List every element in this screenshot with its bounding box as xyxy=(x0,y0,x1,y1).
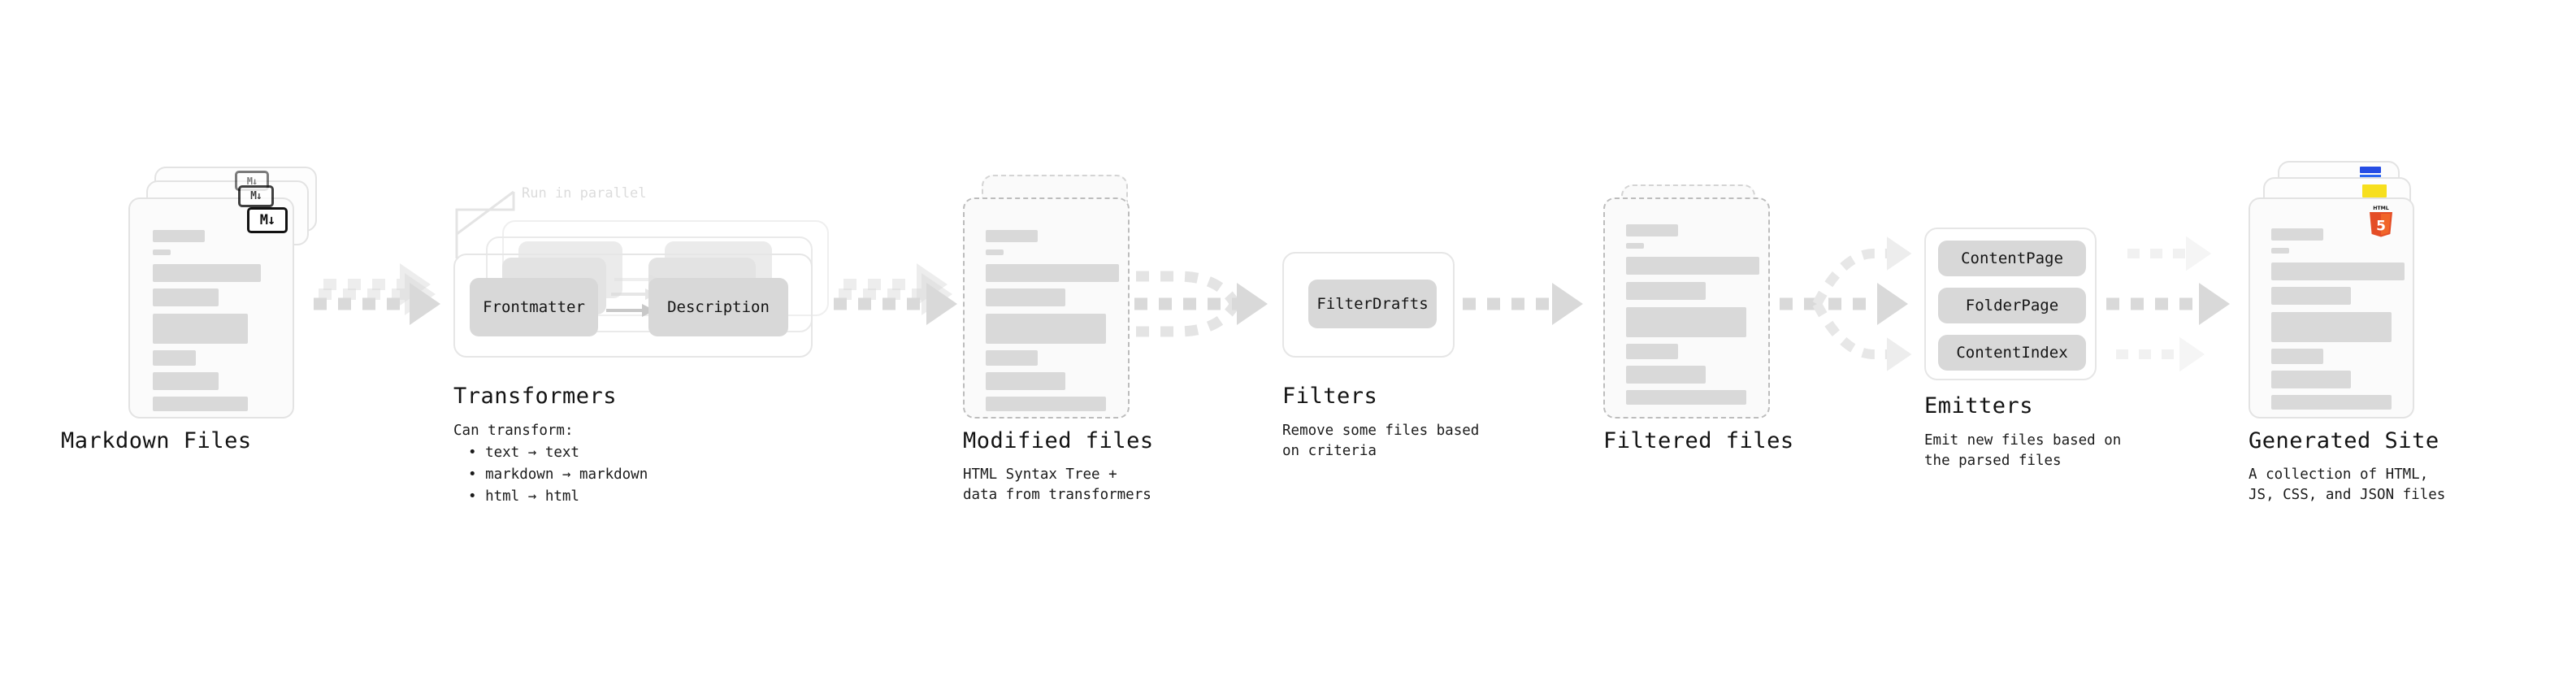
skeleton-bar xyxy=(153,372,219,390)
emitters-box: ContentPage FolderPage ContentIndex xyxy=(1924,228,2097,380)
arrow-emitters-to-site xyxy=(2106,236,2230,372)
skeleton-bar xyxy=(986,249,1004,255)
filters-box: FilterDrafts xyxy=(1282,252,1455,358)
skeleton-bar xyxy=(153,230,205,242)
skeleton-bar xyxy=(1626,243,1644,249)
skeleton-bar xyxy=(153,264,261,282)
stage-title-filtered-files: Filtered files xyxy=(1603,428,1794,453)
arrow-filters-to-filtered xyxy=(1463,283,1583,325)
modified-card-front xyxy=(963,197,1130,419)
emitter-node-contentindex[interactable]: ContentIndex xyxy=(1938,335,2086,371)
emitter-node-label: ContentIndex xyxy=(1956,344,2068,362)
stage-title-markdown-files: Markdown Files xyxy=(61,428,252,453)
skeleton-bar xyxy=(986,372,1065,390)
skeleton-bar xyxy=(1626,366,1706,384)
skeleton-bar xyxy=(1626,344,1678,359)
skeleton-bar xyxy=(2271,395,2392,410)
skeleton-bar xyxy=(2271,371,2351,388)
transformer-bullet-html: • html → html xyxy=(468,488,579,505)
skeleton-bar xyxy=(2271,228,2323,241)
skeleton-bar xyxy=(153,288,219,306)
transformer-node-description[interactable]: Description xyxy=(648,278,788,336)
skeleton-bar xyxy=(2271,262,2405,280)
run-in-parallel-label: Run in parallel xyxy=(522,185,647,202)
js-badge xyxy=(2362,184,2387,197)
skeleton-bar xyxy=(2271,287,2351,305)
filtered-card-front xyxy=(1603,197,1770,419)
run-in-parallel-bracket xyxy=(455,190,515,258)
transformer-bullet-markdown: • markdown → markdown xyxy=(468,466,648,483)
stage-title-transformers: Transformers xyxy=(453,384,618,409)
skeleton-bar xyxy=(986,314,1106,344)
skeleton-bar xyxy=(153,314,248,344)
skeleton-bar xyxy=(1626,224,1678,236)
svg-text:5: 5 xyxy=(2376,219,2386,235)
skeleton-bar xyxy=(2271,349,2323,364)
stage-desc-filters: Remove some files based on criteria xyxy=(1282,423,1480,459)
markdown-card-front xyxy=(128,197,294,419)
stage-desc-emitters: Emit new files based on the parsed files xyxy=(1924,432,2122,469)
arrow-modified-to-filters xyxy=(1134,271,1268,337)
skeleton-bar xyxy=(986,264,1119,282)
transformer-layer-front: Frontmatter Description xyxy=(453,254,813,358)
filter-node-label: FilterDrafts xyxy=(1316,295,1429,313)
markdown-badge: M↓ xyxy=(238,185,274,207)
skeleton-bar xyxy=(1626,257,1759,275)
transformer-node-frontmatter[interactable]: Frontmatter xyxy=(470,278,598,336)
arrow-markdown-to-transformers xyxy=(314,263,440,325)
stage-title-filters: Filters xyxy=(1282,384,1378,409)
filter-node-filterdrafts[interactable]: FilterDrafts xyxy=(1308,280,1437,328)
skeleton-bar xyxy=(1626,307,1746,337)
stage-desc-transformers: Can transform: xyxy=(453,423,574,439)
markdown-badge: M↓ xyxy=(247,207,288,233)
skeleton-bar xyxy=(1626,282,1706,300)
skeleton-bar xyxy=(153,350,196,366)
stage-desc-modified-files: HTML Syntax Tree + data from transformer… xyxy=(963,466,1151,503)
transformer-node-label: Description xyxy=(667,298,770,316)
arrow-transformers-to-modified xyxy=(834,263,957,325)
emitter-node-folderpage[interactable]: FolderPage xyxy=(1938,288,2086,323)
transformer-node-label: Frontmatter xyxy=(483,298,585,316)
emitter-node-label: FolderPage xyxy=(1965,297,2059,314)
skeleton-bar xyxy=(1626,390,1746,405)
skeleton-bar xyxy=(2271,248,2289,254)
skeleton-bar xyxy=(153,249,171,255)
skeleton-bar xyxy=(2271,312,2392,342)
skeleton-bar xyxy=(986,350,1038,366)
skeleton-bar xyxy=(153,397,248,411)
skeleton-bar xyxy=(986,230,1038,242)
html5-badge: HTML 5 xyxy=(2370,206,2392,237)
stage-title-generated-site: Generated Site xyxy=(2249,428,2439,453)
stage-desc-generated-site: A collection of HTML, JS, CSS, and JSON … xyxy=(2249,466,2446,503)
emitter-node-contentpage[interactable]: ContentPage xyxy=(1938,241,2086,276)
site-card-front xyxy=(2249,197,2414,419)
css3-badge xyxy=(2360,167,2381,178)
stage-title-emitters: Emitters xyxy=(1924,393,2034,419)
arrow-filtered-to-emitters xyxy=(1780,236,1912,371)
emitter-node-label: ContentPage xyxy=(1961,249,2063,267)
skeleton-bar xyxy=(986,288,1065,306)
stage-title-modified-files: Modified files xyxy=(963,428,1154,453)
transformer-bullet-text: • text → text xyxy=(468,445,579,461)
skeleton-bar xyxy=(986,397,1106,411)
svg-text:HTML: HTML xyxy=(2373,206,2389,211)
